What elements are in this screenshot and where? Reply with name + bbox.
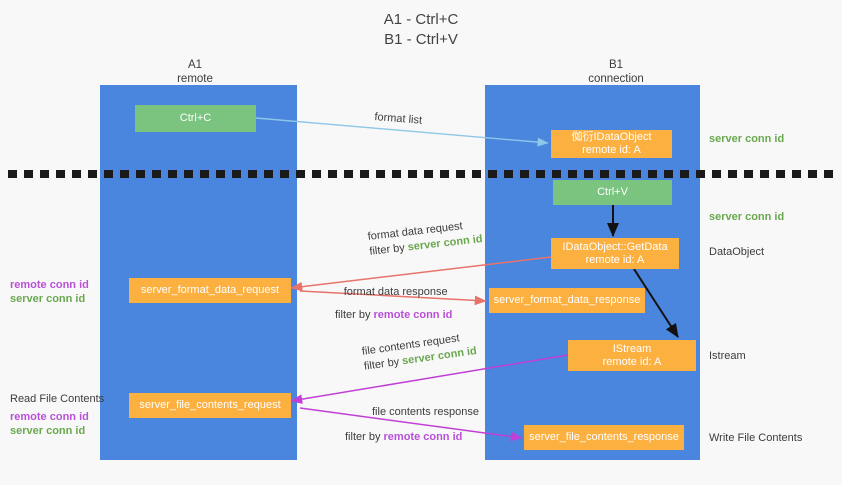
left-label-remote-conn-id-1: remote conn id [10, 279, 89, 291]
side-label-write-file-contents: Write File Contents [709, 432, 803, 444]
caption-file-contents-response-filter-key: remote conn id [383, 431, 463, 443]
caption-file-contents-response-text: file contents response [372, 406, 480, 418]
left-label-remote-conn-id-2: remote conn id [10, 411, 89, 423]
left-label-group-format: remote conn id server conn id [10, 278, 89, 306]
left-label-server-conn-id-2: server conn id [10, 425, 86, 437]
lane-b1-name: B1 [608, 59, 624, 71]
caption-format-data-response: format data response filter by remote co… [335, 285, 453, 323]
caption-format-data-request: format data request filter by server con… [367, 217, 483, 260]
caption-format-data-request-filter-prefix: filter by [368, 241, 409, 258]
caption-file-contents-request-filter-prefix: filter by [363, 355, 404, 373]
side-label-server-conn-id-second: server conn id [709, 211, 785, 223]
lane-a1-name: A1 [187, 59, 203, 71]
caption-format-list: format list [374, 110, 423, 129]
side-label-data-object: DataObject [709, 246, 765, 258]
box-server-format-data-response-label: server_format_data_response [493, 294, 641, 306]
box-idataobject-getdata-line2: remote id: A [585, 253, 645, 266]
caption-file-contents-response: file contents response filter by remote … [345, 405, 480, 445]
box-idataobject-getdata[interactable]: IDataObject::GetData remote id: A [551, 238, 679, 269]
box-server-file-contents-response-label: server_file_contents_response [529, 431, 679, 443]
lane-header-a1: A1 remote [115, 58, 275, 86]
caption-format-data-response-text: format data response [343, 286, 448, 298]
lane-header-b1: B1 connection [536, 58, 696, 86]
box-idataobject-remote-line1: 侞衍IDataObject [571, 131, 652, 143]
box-ctrl-c[interactable]: Ctrl+C [135, 105, 256, 132]
side-label-server-conn-id-top: server conn id [709, 133, 785, 145]
box-server-format-data-request[interactable]: server_format_data_request [129, 278, 291, 303]
caption-format-list-text: format list [373, 110, 423, 127]
box-server-file-contents-request-label: server_file_contents_request [139, 399, 281, 411]
box-istream-line2: remote id: A [602, 355, 662, 368]
box-server-format-data-request-label: server_format_data_request [140, 284, 280, 296]
left-label-server-conn-id-1: server conn id [10, 293, 86, 305]
title-line-2: B1 - Ctrl+V [384, 31, 458, 48]
box-idataobject-remote[interactable]: 侞衍IDataObject remote id: A [551, 130, 672, 158]
diagram-title: A1 - Ctrl+C B1 - Ctrl+V [0, 10, 842, 50]
box-server-file-contents-response[interactable]: server_file_contents_response [524, 425, 684, 450]
box-ctrl-c-label: Ctrl+C [179, 112, 212, 124]
box-idataobject-getdata-line1: IDataObject::GetData [562, 240, 668, 253]
lane-b1-role: connection [588, 73, 644, 85]
caption-file-contents-response-filter-prefix: filter by [345, 431, 384, 443]
side-label-istream: Istream [709, 350, 746, 362]
caption-format-data-response-filter-key: remote conn id [373, 309, 453, 321]
box-ctrl-v-label: Ctrl+V [597, 186, 628, 198]
caption-format-data-response-filter-prefix: filter by [335, 309, 374, 321]
box-ctrl-v[interactable]: Ctrl+V [553, 180, 672, 205]
title-line-1: A1 - Ctrl+C [383, 11, 459, 28]
box-istream-line1: IStream [612, 342, 652, 355]
left-label-group-file: remote conn id server conn id [10, 410, 89, 438]
box-istream[interactable]: IStream remote id: A [568, 340, 696, 371]
box-server-file-contents-request[interactable]: server_file_contents_request [129, 393, 291, 418]
box-idataobject-remote-line2: remote id: A [582, 144, 641, 156]
box-server-format-data-response[interactable]: server_format_data_response [489, 288, 645, 313]
lane-a1-role: remote [177, 73, 213, 85]
left-label-read-file-contents: Read File Contents [10, 393, 105, 405]
caption-file-contents-request: file contents request filter by server c… [361, 329, 478, 375]
